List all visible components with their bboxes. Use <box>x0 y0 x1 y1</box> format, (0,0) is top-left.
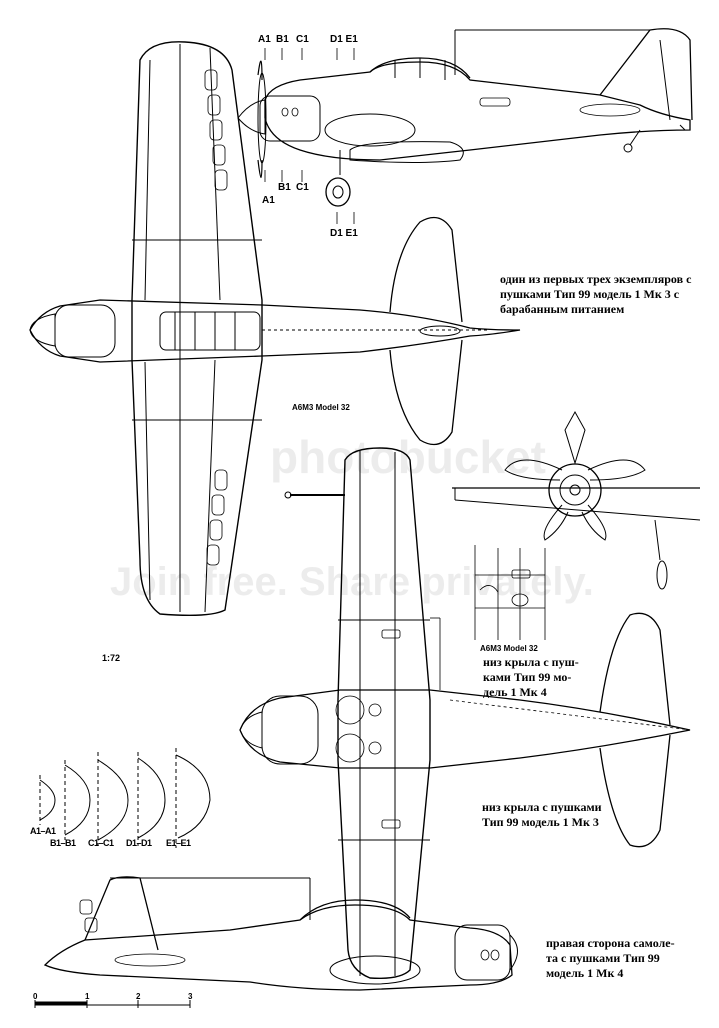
scale-ratio: 1:72 <box>102 653 121 663</box>
side-view-left <box>237 28 693 224</box>
caption-right-side: правая сторона самоле- та с пушками Тип … <box>546 936 675 980</box>
front-view <box>452 410 701 590</box>
watermark-logo: photobucket <box>270 431 546 483</box>
station-label: C1 <box>296 182 309 193</box>
section-label: E1–E1 <box>166 838 191 848</box>
caption-wing-mk4: низ крыла с пуш- ками Тип 99 мо- дель 1 … <box>483 655 579 699</box>
scale-tick: 2 <box>136 992 141 1001</box>
side-view-right <box>43 876 518 991</box>
plan-view-underside <box>239 447 691 980</box>
scale-tick: 0 <box>33 992 38 1001</box>
caption-wing-mk3: низ крыла с пушками Тип 99 модель 1 Мк 3 <box>482 800 602 829</box>
section-label: B1–B1 <box>50 838 76 848</box>
wing-detail-inset <box>474 545 546 640</box>
scale-tick: 3 <box>188 992 193 1001</box>
station-label: B1 <box>278 182 291 193</box>
station-label: C1 <box>296 34 309 45</box>
caption-first-three: один из первых трех экземпляров с пушкам… <box>500 272 692 316</box>
section-label: A1–A1 <box>30 826 56 836</box>
plan-view-top <box>29 41 521 617</box>
cross-sections <box>39 748 211 848</box>
station-label: D1 E1 <box>330 228 358 239</box>
station-label: A1 <box>258 34 271 45</box>
station-label: A1 <box>262 195 275 206</box>
section-label: D1–D1 <box>126 838 152 848</box>
model-label-top-view: A6M3 Model 32 <box>292 403 350 412</box>
model-label-wing-detail: A6M3 Model 32 <box>480 644 538 653</box>
scale-tick: 1 <box>85 992 90 1001</box>
station-label: D1 E1 <box>330 34 358 45</box>
section-label: C1–C1 <box>88 838 114 848</box>
scale-bar <box>34 1000 191 1008</box>
watermark-slogan: Join free. Share privately. <box>110 560 594 604</box>
station-label: B1 <box>276 34 289 45</box>
